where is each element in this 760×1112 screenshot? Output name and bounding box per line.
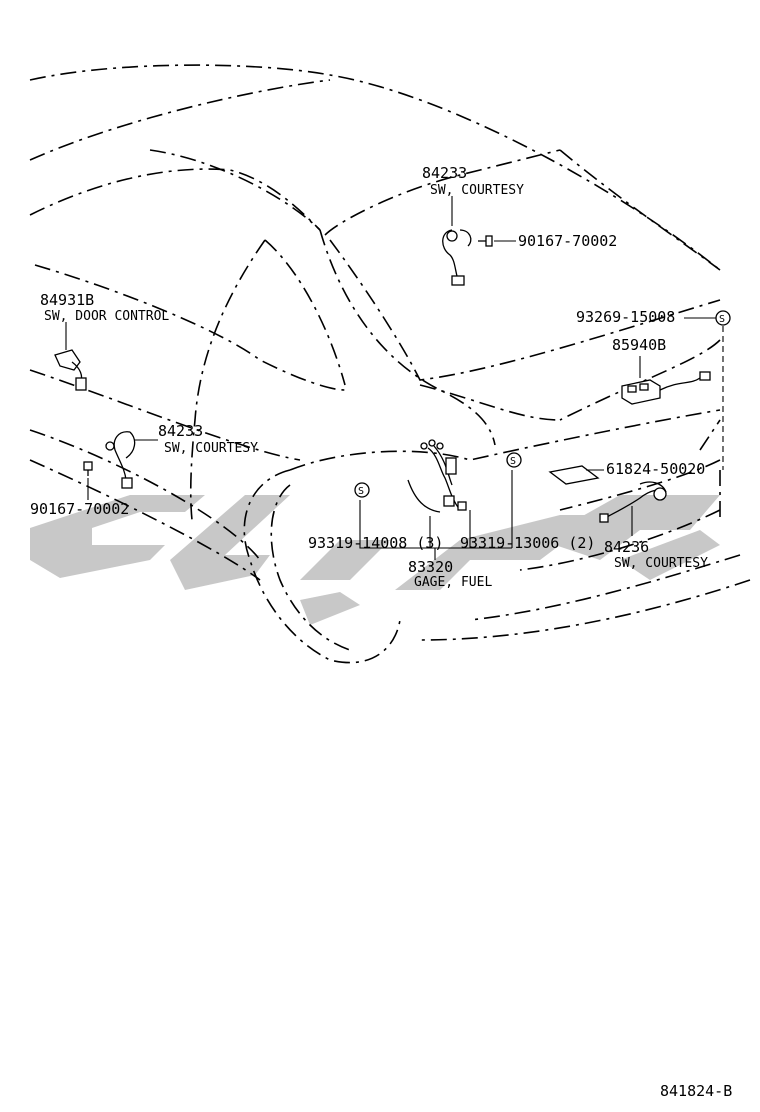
door-control-num: 84931B (40, 291, 94, 309)
gage-desc: GAGE, FUEL (414, 575, 492, 590)
clip-marker-symbol: S (719, 314, 725, 325)
courtesy-left-num: 84233 (158, 422, 203, 440)
screw-left-label: 90167-70002 (30, 500, 129, 518)
label-plate-icon (548, 465, 600, 485)
clip-marker-icon (506, 452, 522, 468)
courtesy-trunk-desc: SW, COURTESY (430, 183, 524, 198)
screw-trunk: 90167-70002 (478, 232, 617, 250)
courtesy-switch-right: 84236 SW, COURTESY (599, 481, 708, 571)
connector-85940B: 85940B (612, 336, 711, 405)
courtesy-switch-left: 84233 SW, COURTESY (105, 422, 258, 489)
part-85940B-label: 85940B (612, 336, 666, 354)
courtesy-switch-icon (442, 229, 472, 286)
clip-marker-13006: S 93319-13006 (2) (460, 452, 595, 552)
courtesy-switch-trunk: 84233 SW, COURTESY (422, 164, 524, 286)
gage-num: 83320 (408, 558, 453, 576)
courtesy-right-num: 84236 (604, 538, 649, 556)
clip-marker-14008: S 93319-14008 (3) (308, 482, 443, 552)
connector-icon (621, 371, 711, 405)
screw-trunk-label: 90167-70002 (518, 232, 617, 250)
screw-icon (83, 461, 93, 476)
watermark-logo (30, 495, 720, 625)
clip-marker-symbol: S (358, 486, 364, 497)
door-control-switch: 84931B SW, DOOR CONTROL (40, 291, 169, 391)
clip-93269: 93269-15008 S (576, 308, 731, 470)
door-control-switch-icon (54, 349, 87, 391)
courtesy-switch-icon (599, 481, 667, 523)
part-61824-label: 61824-50020 (606, 460, 705, 478)
fuel-gage-harness-icon (407, 439, 467, 513)
clip-marker-icon (715, 310, 731, 326)
screw-icon (478, 235, 493, 247)
clip-14008-label: 93319-14008 (3) (308, 534, 443, 552)
courtesy-switch-icon (105, 431, 136, 489)
screw-left: 90167-70002 (30, 461, 129, 518)
clip-marker-icon (354, 482, 370, 498)
label-plate-61824: 61824-50020 (548, 460, 705, 485)
vehicle-body-outline (29, 64, 751, 664)
clip-marker-symbol: S (510, 456, 516, 467)
courtesy-trunk-num: 84233 (422, 164, 467, 182)
door-control-desc: SW, DOOR CONTROL (44, 309, 169, 324)
clip-13006-label: 93319-13006 (2) (460, 534, 595, 552)
drawing-code: 841824-B (660, 1082, 732, 1100)
courtesy-right-desc: SW, COURTESY (614, 556, 708, 571)
courtesy-left-desc: SW, COURTESY (164, 441, 258, 456)
clip-93269-label: 93269-15008 (576, 308, 675, 326)
fuel-gage: 83320 GAGE, FUEL (359, 439, 513, 590)
